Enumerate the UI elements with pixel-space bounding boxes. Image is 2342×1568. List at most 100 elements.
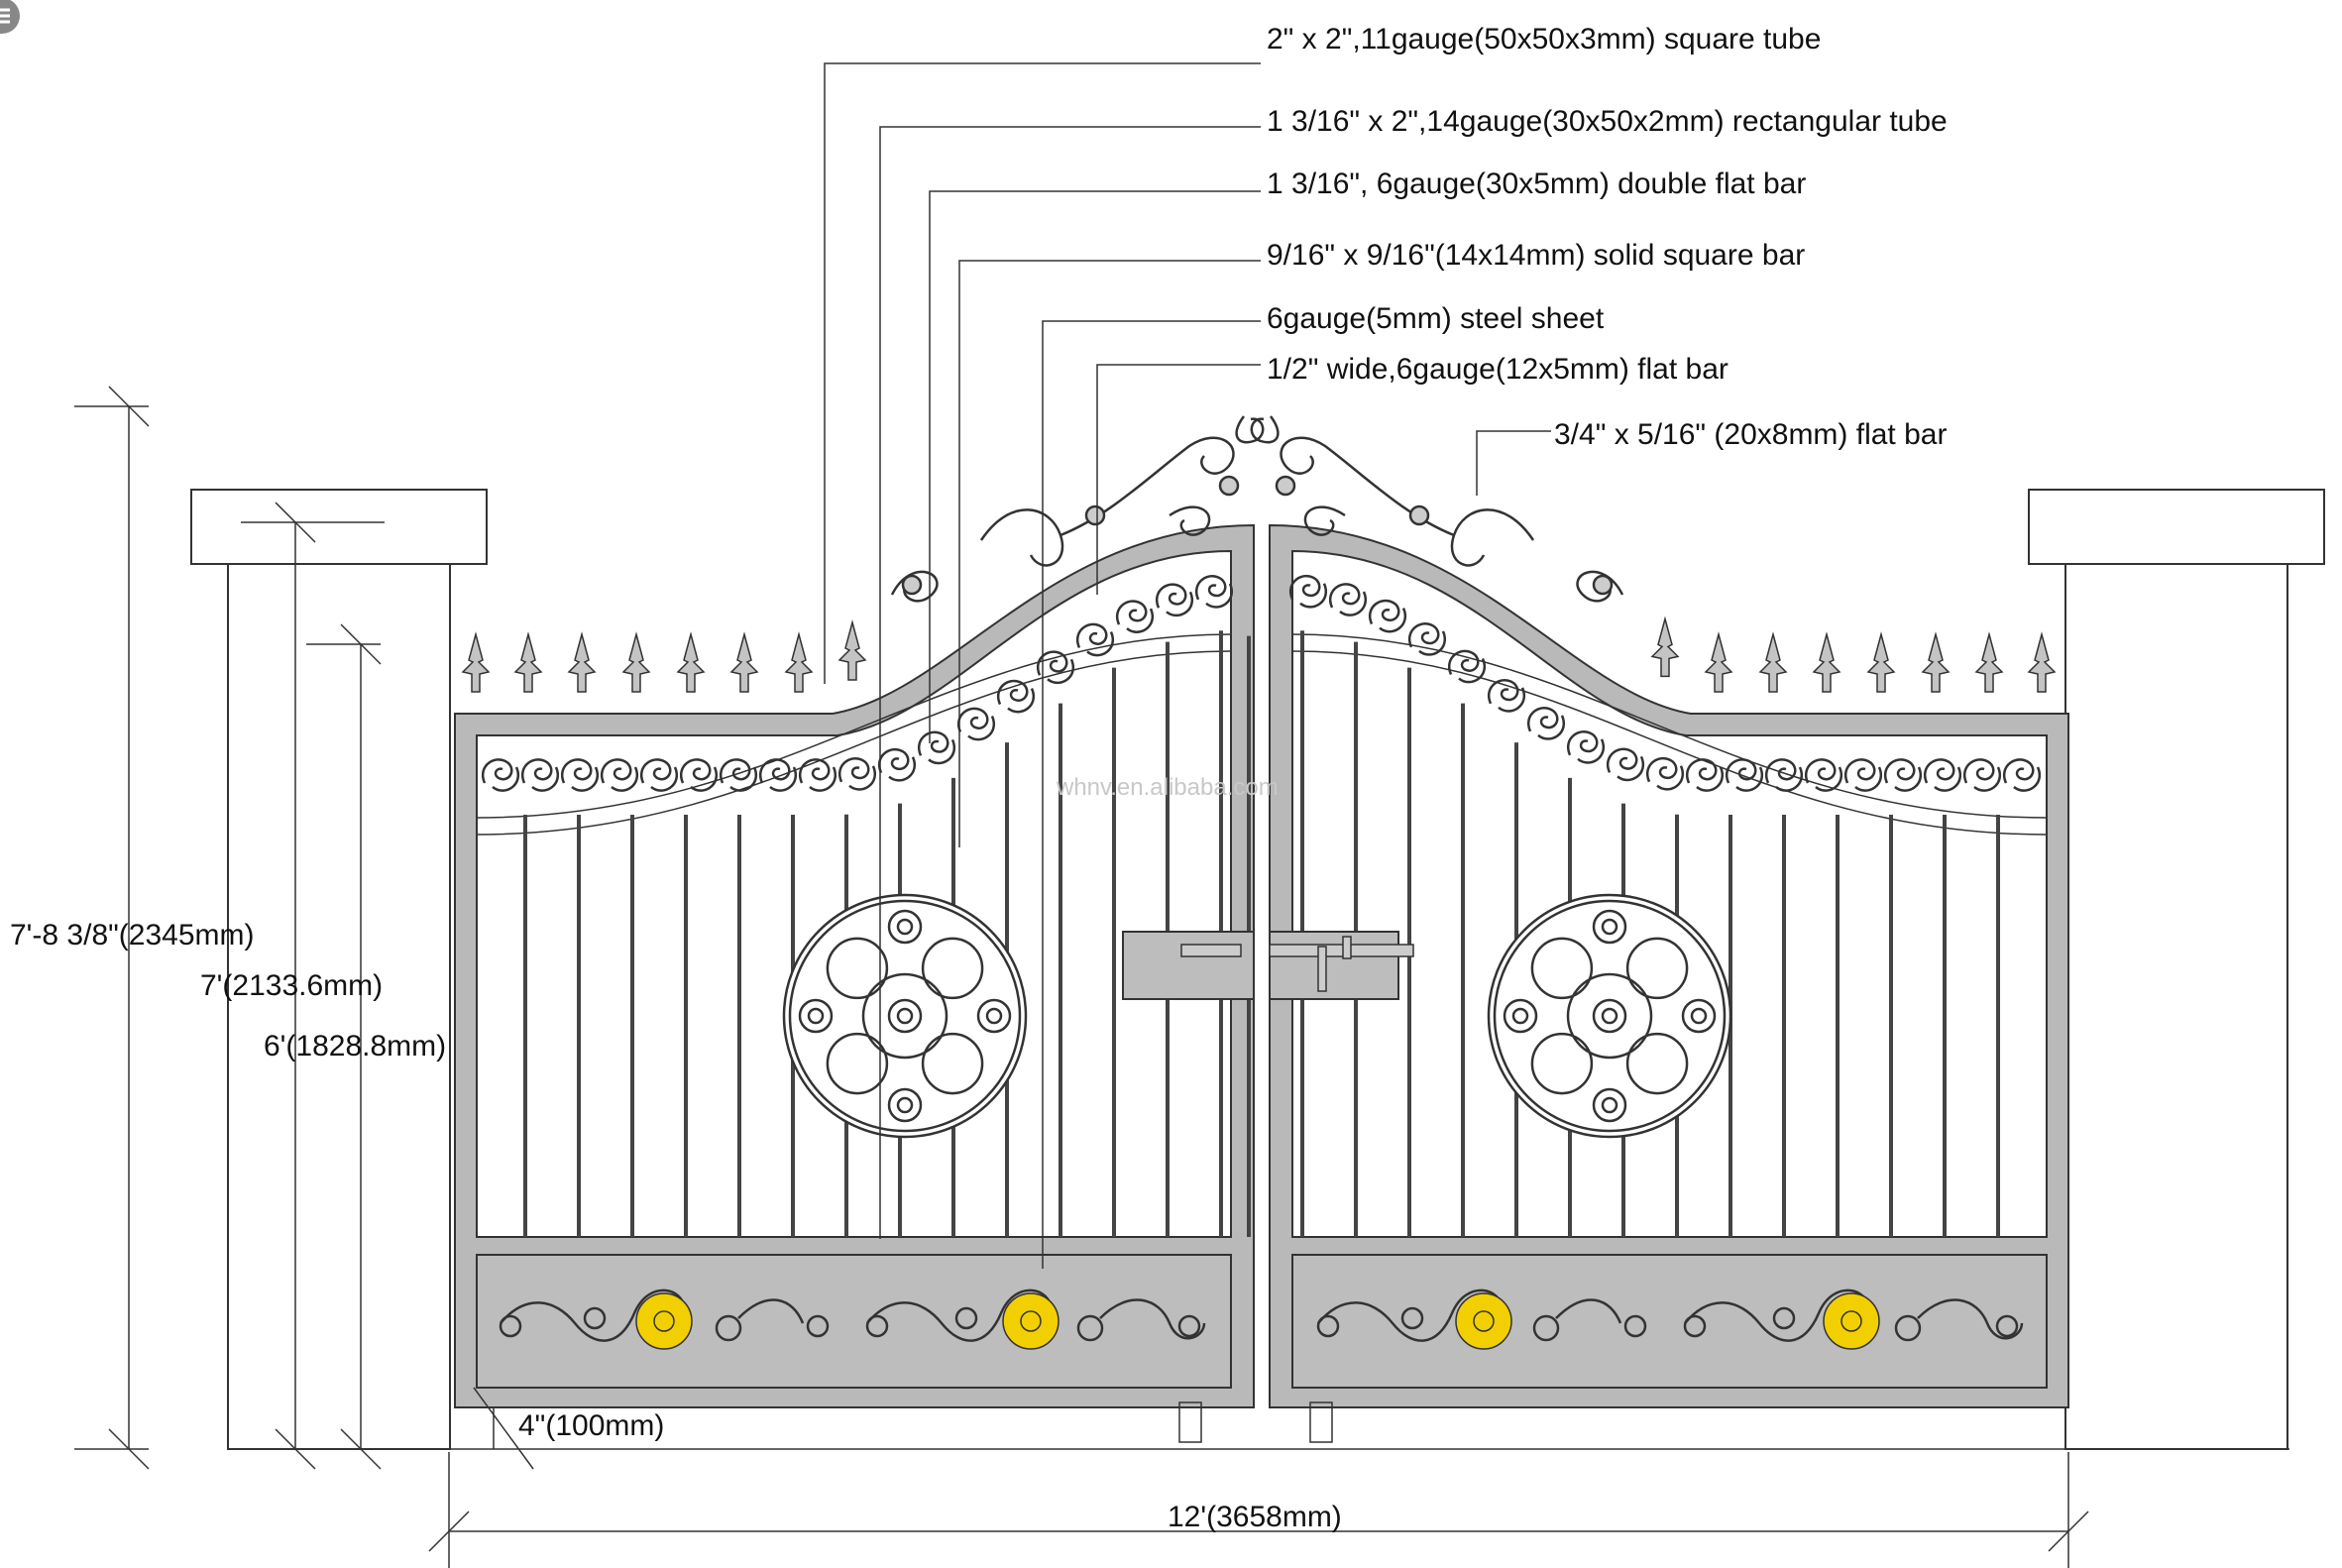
menu-icon[interactable] [0, 0, 20, 34]
rosette-loop [921, 937, 984, 1000]
spear-finial [1867, 633, 1895, 693]
dim-ground-clearance: 4"(100mm) [518, 1409, 664, 1442]
spear-finial [568, 633, 596, 693]
rosette-flower [798, 998, 834, 1034]
rosette-loop [1530, 937, 1594, 1000]
scroll-curl [719, 758, 758, 792]
scroll-curl [1447, 649, 1487, 684]
rosette-loop [826, 937, 889, 1000]
scroll-curl [1566, 729, 1606, 764]
right-rosette [1487, 893, 1732, 1139]
right-gate-leaf [1247, 415, 2069, 1408]
spear-finial [1813, 633, 1840, 693]
left-flower-2 [1002, 1292, 1059, 1350]
spear-finial [462, 633, 490, 693]
scroll-curl [1487, 678, 1526, 713]
left-pillar [190, 489, 488, 1450]
scroll-curl [1288, 574, 1328, 609]
scroll-curl [837, 756, 877, 791]
rosette-flower [1592, 1087, 1627, 1123]
callout-steel-sheet: 6gauge(5mm) steel sheet [1267, 302, 1605, 335]
rosette-flower [1592, 909, 1627, 945]
spear-finial [677, 633, 705, 693]
scroll-curl [639, 758, 679, 792]
scroll-curl [481, 758, 520, 792]
callout-rectangular-tube: 1 3/16" x 2",14gauge(30x50x2mm) rectangu… [1267, 105, 1948, 138]
scroll-curl [1526, 707, 1566, 740]
rosette-loop [921, 1032, 984, 1095]
dim-pillar-height: 7'(2133.6mm) [200, 969, 383, 1002]
scroll-curl [758, 758, 798, 792]
dim-overall-width: 12'(3658mm) [1168, 1501, 1342, 1533]
spear-finial [730, 633, 758, 693]
dimension-lines [74, 386, 2089, 1568]
spear-finial [1651, 617, 1679, 678]
rosette-ring [861, 972, 948, 1060]
rosette-loop [1530, 1032, 1594, 1095]
scroll-curl [1843, 758, 1883, 792]
rosette-loop [826, 1032, 889, 1095]
scroll-curl [520, 758, 560, 792]
right-flower-2 [1823, 1292, 1880, 1350]
scroll-curl [1075, 622, 1115, 657]
gate-latch [1122, 931, 1414, 1000]
scroll-curl [1962, 758, 2002, 792]
scroll-curl [1764, 758, 1804, 792]
right-flower-1 [1455, 1292, 1512, 1350]
scroll-curl [1328, 583, 1368, 616]
callout-square-tube: 2" x 2",11gauge(50x50x3mm) square tube [1267, 23, 1821, 56]
rosette-loop [1625, 937, 1689, 1000]
spear-finial [785, 633, 813, 693]
right-panel-scrolls [1316, 1288, 2024, 1342]
scroll-curl [1115, 600, 1155, 633]
scroll-curl [679, 758, 719, 792]
spear-finial [622, 633, 650, 693]
spear-finial [1705, 633, 1732, 693]
dim-gate-height: 6'(1828.8mm) [264, 1030, 446, 1063]
right-pillar [2028, 489, 2325, 1450]
scroll-curl [1804, 758, 1843, 792]
rosette-flower [976, 998, 1012, 1034]
rosette-flower [1681, 998, 1717, 1034]
left-crown-scrolls [890, 415, 1265, 603]
scroll-curl [1645, 756, 1685, 791]
scroll-curl [1725, 758, 1764, 792]
watermark: whnv.en.alibaba.com [1056, 774, 1279, 801]
callout-solid-square-bar: 9/16" x 9/16"(14x14mm) solid square bar [1267, 239, 1805, 272]
drop-bolts [1178, 1401, 1333, 1443]
dim-overall-height: 7'-8 3/8"(2345mm) [10, 919, 254, 952]
scroll-curl [1407, 621, 1447, 656]
scroll-curl [877, 747, 917, 782]
spear-finial [1922, 633, 1950, 693]
scroll-curl [2002, 758, 2042, 792]
rosette-flower [1503, 998, 1538, 1034]
scroll-curl [560, 758, 600, 792]
callout-flat-bar-half: 1/2" wide,6gauge(12x5mm) flat bar [1267, 353, 1729, 386]
scroll-curl [996, 679, 1036, 714]
rosette-flower [887, 909, 923, 945]
spear-finial [1975, 633, 2003, 693]
spear-finial [1759, 633, 1787, 693]
left-rosette [782, 893, 1028, 1139]
rosette-flower [887, 998, 923, 1034]
scroll-curl [1155, 583, 1194, 617]
scroll-curl [917, 730, 956, 765]
spear-finial [2028, 633, 2056, 693]
scroll-curl [1883, 758, 1923, 792]
scroll-curl [1368, 599, 1407, 633]
scroll-curl [956, 707, 996, 741]
rosette-loop [1625, 1032, 1689, 1095]
scroll-curl [1685, 758, 1725, 792]
spear-finial [514, 633, 542, 693]
right-crown-scrolls [1250, 415, 1624, 603]
left-gate-leaf [454, 415, 1277, 1408]
rosette-ring [1566, 972, 1653, 1060]
scroll-curl [600, 758, 639, 792]
scroll-curl [1606, 747, 1645, 782]
rosette-flower [1592, 998, 1627, 1034]
callout-flat-bar-threequarter: 3/4" x 5/16" (20x8mm) flat bar [1554, 418, 1947, 451]
left-flower-1 [635, 1292, 693, 1350]
left-panel-scrolls [499, 1288, 1206, 1342]
callout-leaders [824, 62, 1551, 1269]
